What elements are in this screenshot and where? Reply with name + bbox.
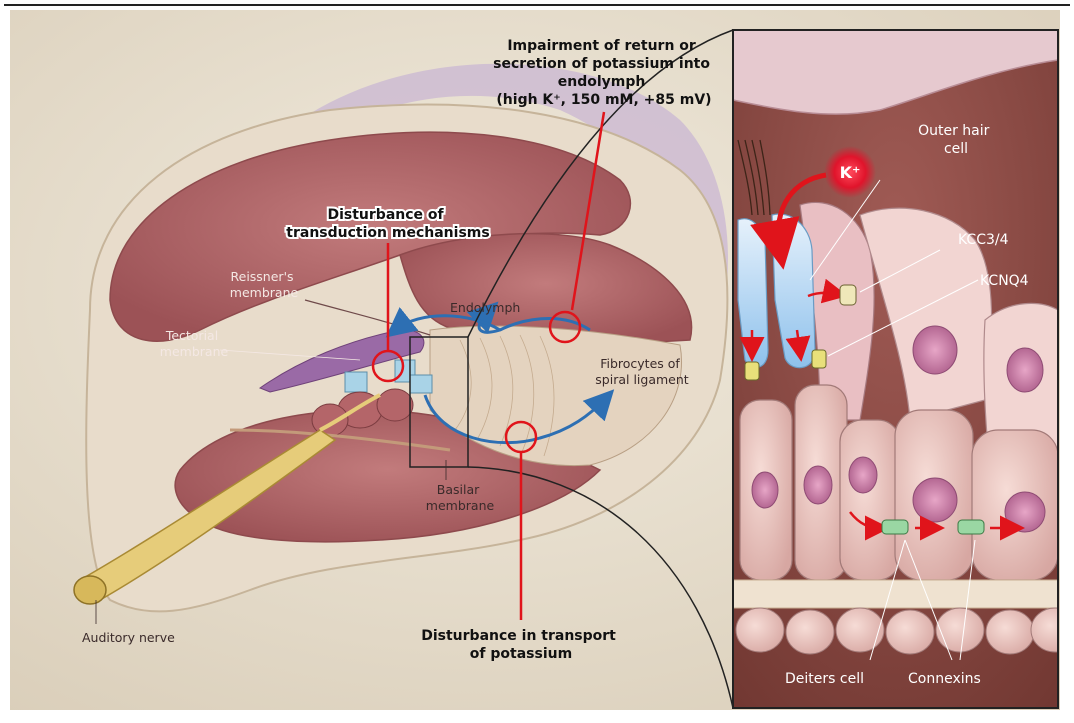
transduction-line-2: transduction mechanisms [286, 225, 489, 241]
transport-line-2: of potassium [470, 646, 572, 662]
fibrocytes-line-2: spiral ligament [595, 372, 688, 387]
kcnq4-label: KCNQ4 [980, 273, 1029, 289]
outer-hair-line-1: Outer hair [918, 123, 990, 139]
impairment-line-4: (high K⁺, 150 mM, +85 mV) [496, 92, 711, 108]
k-ion-label: K⁺ [840, 163, 861, 182]
top-rule [4, 4, 1070, 6]
basilar-line-2: membrane [426, 498, 495, 513]
transduction-line-1: Disturbance of [327, 207, 444, 223]
outer-hair-line-2: cell [944, 141, 968, 157]
deiters-label: Deiters cell [785, 671, 864, 687]
tectorial-line-2: membrane [160, 344, 229, 359]
fibrocytes-line-1: Fibrocytes of [600, 356, 680, 371]
reissner-label: Reissner's membrane [230, 269, 299, 300]
transport-line-1: Disturbance in transport [421, 628, 616, 644]
reissner-line-2: membrane [230, 285, 299, 300]
reissner-line-1: Reissner's [231, 269, 294, 284]
tectorial-label: Tectorial membrane [160, 328, 229, 359]
tectorial-line-1: Tectorial [165, 328, 218, 343]
nerve-cut-end [74, 576, 106, 604]
inset-panel [733, 30, 1074, 708]
auditory-nerve-label: Auditory nerve [82, 630, 175, 645]
impairment-line-2: secretion of potassium into [493, 56, 710, 72]
impairment-line-1: Impairment of return or [507, 38, 696, 54]
connexins-label: Connexins [908, 671, 981, 687]
fibrocytes-label: Fibrocytes of spiral ligament [595, 356, 688, 387]
kcc-transporter [840, 285, 856, 305]
impairment-line-3: endolymph [558, 74, 646, 90]
endolymph-label: Endolymph [450, 300, 520, 315]
kcc-label: KCC3/4 [958, 232, 1009, 248]
basilar-line-1: Basilar [437, 482, 480, 497]
